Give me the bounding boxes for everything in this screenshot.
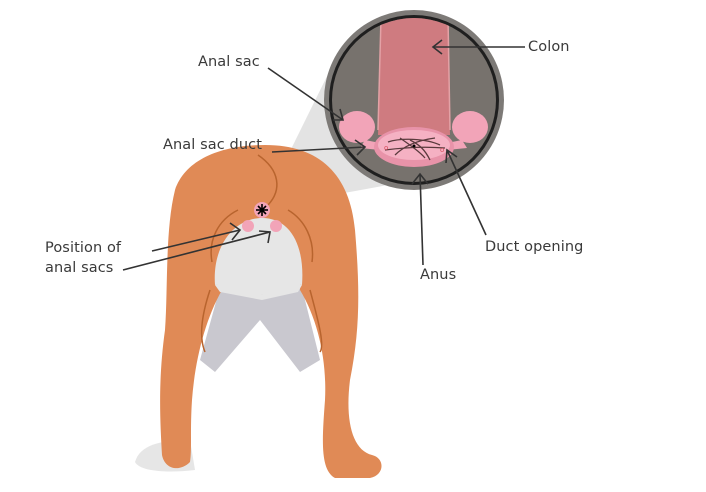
pointer-position-1 — [151, 229, 241, 252]
dog-body — [160, 145, 382, 478]
pointer-duct-opening — [446, 149, 487, 236]
right-anal-sac-dot — [270, 220, 282, 232]
belly-shadow — [200, 280, 320, 372]
left-anal-sac-dot — [242, 220, 254, 232]
pointer-anal-sac-head — [333, 108, 345, 121]
svg-text:o: o — [384, 144, 388, 152]
left-anal-sac — [339, 111, 375, 143]
pointer-anal-sac — [267, 67, 344, 121]
rear-underside — [214, 218, 303, 295]
fur-line — [210, 209, 239, 263]
label-position-line1: Position of — [45, 240, 122, 256]
label-anal-sac-duct: Anal sac duct — [163, 137, 263, 153]
pointer-anal-sac-duct-head — [354, 139, 367, 156]
pointer-anus — [419, 173, 424, 266]
label-anal-sac: Anal sac — [198, 54, 260, 70]
anus-folds — [384, 137, 446, 161]
pointer-duct-opening-head — [445, 148, 458, 164]
fur-line — [309, 289, 323, 353]
label-duct-opening: Duct opening — [485, 239, 584, 255]
rear-underside-lower — [215, 280, 302, 300]
pointer-anus-head — [411, 172, 429, 185]
anus-star-icon — [256, 204, 268, 216]
fur-line — [200, 289, 211, 353]
colon — [378, 18, 450, 135]
fur-line — [257, 154, 278, 206]
pointer-position-2 — [122, 231, 271, 271]
pointer-position-1-head — [229, 222, 242, 241]
pointer-colon-head — [431, 39, 443, 55]
label-position-line2: anal sacs — [45, 260, 114, 276]
pointer-lines — [122, 39, 525, 271]
pointer-position-2-head — [258, 230, 271, 244]
svg-text:o: o — [440, 146, 444, 154]
right-anal-sac — [452, 111, 488, 143]
fur-line — [287, 209, 314, 263]
label-colon: Colon — [528, 39, 570, 55]
pointer-anal-sac-duct — [271, 146, 366, 153]
label-anus: Anus — [420, 267, 457, 283]
